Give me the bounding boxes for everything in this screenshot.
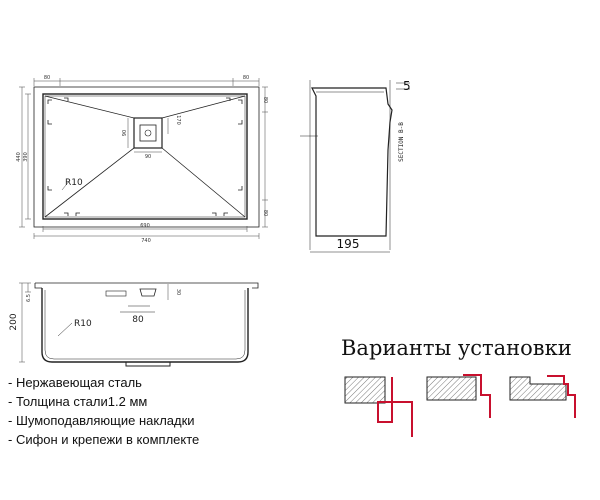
feature-item: - Сифон и крепежи в комплекте bbox=[8, 432, 200, 447]
dim-front-drain-offset: 30 bbox=[175, 289, 181, 295]
dim-front-flange: 6.5 bbox=[26, 294, 32, 302]
dim-right-offset: 80 bbox=[243, 75, 249, 81]
top-outer-rim bbox=[33, 86, 260, 228]
dim-outer-height: 440 bbox=[16, 152, 22, 162]
dim-inner-width: 690 bbox=[140, 223, 150, 229]
install-variant-1 bbox=[344, 376, 413, 437]
dim-front-radius: R10 bbox=[74, 319, 92, 329]
dim-right-top: 80 bbox=[262, 97, 268, 103]
top-bowl bbox=[42, 93, 248, 220]
install-variant-3 bbox=[509, 375, 576, 418]
dim-front-height: 200 bbox=[9, 313, 19, 330]
feature-item: - Нержавеющая сталь bbox=[8, 375, 142, 390]
drain-square bbox=[133, 117, 163, 149]
top-view bbox=[33, 86, 260, 228]
dim-outer-width: 740 bbox=[141, 238, 151, 244]
dim-section-top: 5 bbox=[403, 79, 411, 93]
section-view bbox=[300, 80, 410, 253]
dim-drain-top: 170 bbox=[175, 115, 181, 125]
feature-item: - Шумоподавляющие накладки bbox=[8, 413, 195, 428]
feature-item: - Толщина стали1.2 мм bbox=[8, 394, 148, 409]
dim-left-offset: 80 bbox=[44, 75, 50, 81]
dim-drain-side: 90 bbox=[122, 130, 128, 136]
features-list: - Нержавеющая сталь - Толщина стали1.2 м… bbox=[8, 373, 199, 449]
dim-section-depth: 195 bbox=[337, 237, 360, 251]
dim-front-drain-width: 80 bbox=[132, 315, 144, 325]
dim-inner-height: 390 bbox=[23, 152, 29, 162]
front-view bbox=[34, 282, 259, 367]
install-heading: Варианты установки bbox=[341, 336, 572, 360]
section-label: SECTION B-B bbox=[398, 122, 405, 162]
dim-right-bottom: 80 bbox=[262, 210, 268, 216]
install-variant-2 bbox=[426, 374, 491, 418]
dim-top-radius: R10 bbox=[65, 178, 83, 188]
dim-drain-width: 90 bbox=[145, 154, 151, 160]
